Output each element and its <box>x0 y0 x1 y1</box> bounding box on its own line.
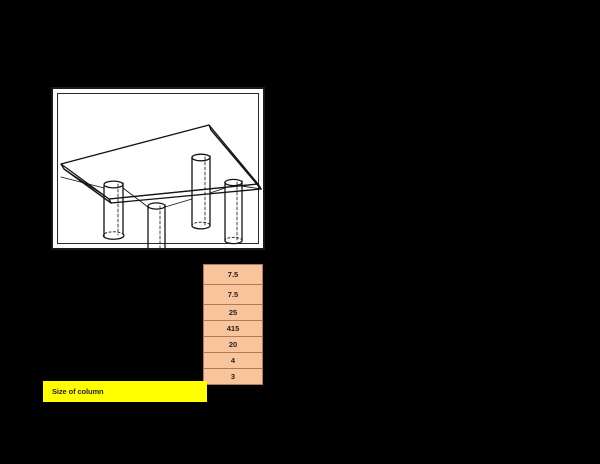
table-row: 7.5 <box>203 264 263 285</box>
slab-thickness-edges <box>60 124 262 204</box>
column-4 <box>224 178 243 245</box>
slab-soffit-lines <box>63 168 259 200</box>
flat-slab-on-columns-diagram <box>60 124 262 248</box>
column-2 <box>147 202 166 248</box>
table-row: 25 <box>203 304 263 321</box>
table-row: 4 <box>203 352 263 369</box>
size-of-column-label[interactable]: Size of column <box>43 381 207 402</box>
column-3 <box>191 153 211 230</box>
table-cell[interactable]: 7.5 <box>203 264 263 285</box>
size-of-column-label-text: Size of column <box>52 386 104 396</box>
table-cell[interactable]: 4 <box>203 352 263 369</box>
table-cell[interactable]: 20 <box>203 336 263 353</box>
table-body: 7.5 7.5 25 415 20 4 3 <box>203 264 263 385</box>
table-row: 20 <box>203 336 263 353</box>
table-row: 7.5 <box>203 284 263 305</box>
figure-inner-frame <box>57 93 259 244</box>
table-cell[interactable]: 415 <box>203 320 263 337</box>
table-cell[interactable]: 25 <box>203 304 263 321</box>
table-row: 3 <box>203 368 263 385</box>
table-row: 415 <box>203 320 263 337</box>
soffit-grid-lines <box>60 176 262 208</box>
figure-panel <box>51 87 265 250</box>
column-size-table: 7.5 7.5 25 415 20 4 3 <box>203 264 263 385</box>
column-1 <box>102 180 125 240</box>
table-cell[interactable]: 3 <box>203 368 263 385</box>
table-cell[interactable]: 7.5 <box>203 284 263 305</box>
